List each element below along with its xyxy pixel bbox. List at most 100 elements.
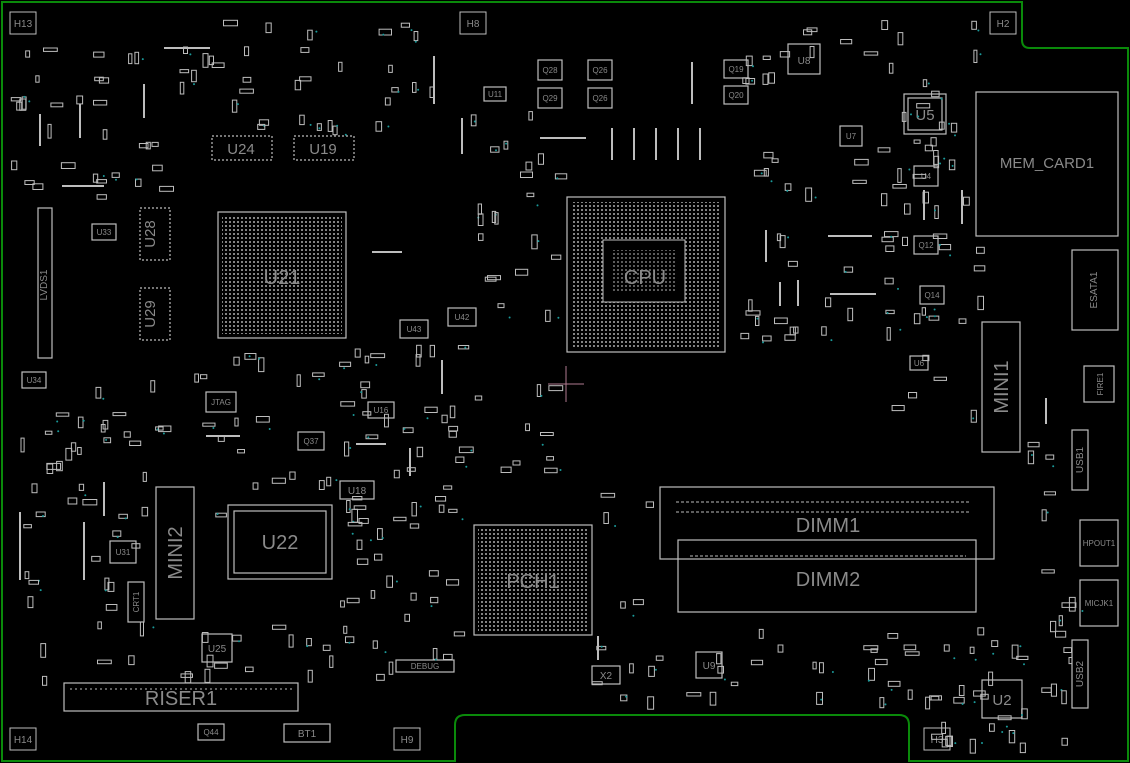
passive-part — [1045, 454, 1055, 460]
passive-part — [881, 20, 889, 30]
passive-part — [134, 51, 140, 65]
esata-label: ESATA1 — [1089, 271, 1100, 308]
passive-part — [128, 655, 135, 666]
passive-part — [346, 500, 351, 513]
passive-part — [763, 168, 769, 177]
passive-part — [129, 440, 142, 447]
via — [884, 703, 887, 706]
passive-part — [24, 571, 30, 580]
passive-part — [515, 268, 529, 276]
via — [537, 240, 540, 243]
dimm1-label: DIMM1 — [796, 515, 860, 537]
via — [752, 65, 754, 68]
via — [306, 645, 309, 648]
via — [417, 88, 420, 91]
passive-part — [374, 553, 383, 561]
passive-part — [206, 654, 214, 668]
passive-part — [100, 424, 106, 433]
passive-part — [620, 694, 628, 702]
passive-components — [10, 19, 1084, 754]
via — [1023, 663, 1025, 666]
passive-part — [1058, 615, 1063, 627]
passive-part — [546, 456, 555, 461]
passive-part — [1008, 730, 1016, 744]
via — [939, 243, 941, 246]
passive-part — [289, 471, 296, 480]
passive-part — [44, 430, 53, 435]
passive-part — [762, 55, 771, 60]
passive-part — [916, 103, 931, 109]
passive-part — [242, 76, 252, 83]
passive-part — [306, 638, 312, 647]
u42-label: U42 — [455, 313, 470, 322]
passive-part — [11, 160, 18, 171]
via — [152, 626, 155, 629]
q19-label: Q19 — [728, 65, 744, 74]
passive-part — [716, 653, 722, 665]
passive-part — [477, 213, 484, 226]
passive-part — [16, 101, 23, 111]
passive-part — [404, 613, 410, 622]
passive-part — [525, 161, 533, 171]
via — [954, 742, 957, 745]
x2-label: X2 — [600, 671, 613, 682]
passive-part — [356, 558, 369, 565]
h2-label: H2 — [997, 19, 1010, 30]
via — [974, 658, 977, 661]
via — [465, 465, 468, 468]
passive-part — [945, 735, 953, 746]
passive-part — [202, 53, 209, 68]
via — [104, 589, 107, 592]
via — [934, 209, 936, 212]
passive-part — [416, 446, 424, 458]
passive-part — [46, 462, 61, 470]
via — [890, 688, 893, 691]
passive-part — [191, 69, 197, 83]
via — [973, 701, 976, 704]
passive-part — [448, 430, 457, 438]
passive-part — [412, 82, 417, 93]
via — [948, 122, 951, 125]
passive-part — [78, 483, 85, 491]
u11-label: U11 — [488, 90, 503, 99]
passive-part — [933, 150, 939, 165]
passive-part — [500, 466, 512, 474]
passive-part — [819, 662, 824, 674]
u5-label: U5 — [915, 107, 934, 124]
passive-part — [370, 353, 386, 359]
passive-part — [950, 122, 958, 133]
u8-label: U8 — [798, 56, 811, 67]
passive-part — [265, 22, 272, 34]
passive-part — [868, 667, 875, 681]
mounting-holes: H13 H8 H2 H14 H9 H3 — [9, 11, 1017, 751]
passive-part — [123, 431, 131, 438]
passive-part — [709, 691, 717, 706]
passive-part — [429, 344, 436, 358]
passive-part — [76, 95, 84, 105]
via — [116, 536, 119, 539]
via — [470, 449, 473, 452]
mini2-label: MINI2 — [165, 526, 187, 579]
via — [917, 115, 920, 118]
passive-part — [47, 123, 52, 139]
passive-part — [214, 662, 228, 669]
passive-part — [455, 456, 465, 463]
passive-part — [881, 236, 894, 243]
passive-part — [56, 460, 63, 472]
passive-part — [551, 254, 562, 260]
passive-part — [977, 627, 985, 636]
passive-part — [340, 600, 345, 608]
passive-part — [784, 183, 792, 191]
q20-label: Q20 — [728, 91, 744, 100]
passive-part — [758, 628, 764, 639]
via — [193, 83, 195, 86]
cpu-socket: CPU — [566, 196, 726, 353]
via — [464, 346, 467, 349]
passive-part — [924, 144, 933, 152]
passive-part — [762, 335, 772, 342]
passive-part — [763, 151, 774, 159]
passive-part — [887, 680, 901, 687]
via — [162, 432, 165, 435]
via — [268, 428, 271, 430]
via — [42, 515, 44, 517]
